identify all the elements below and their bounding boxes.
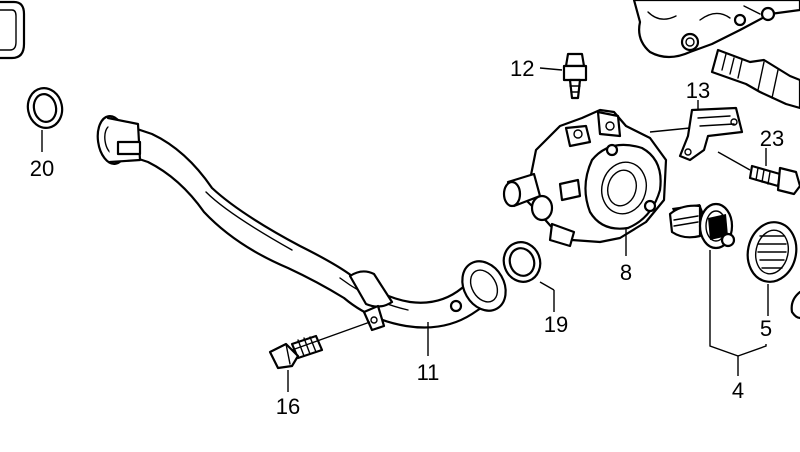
callout-20: 20 xyxy=(30,156,54,181)
thermostat-seal-5 xyxy=(746,221,798,283)
callout-12: 12 xyxy=(510,56,534,81)
leader-19-a xyxy=(539,281,555,291)
thermostat-housing-8 xyxy=(502,108,668,248)
bolt-16 xyxy=(268,334,324,370)
callout-13: 13 xyxy=(686,78,710,103)
water-pipe-11 xyxy=(96,115,507,332)
callout-8: 8 xyxy=(620,260,632,285)
bleed-bolt-12 xyxy=(562,52,588,100)
leader-4-left xyxy=(709,250,739,376)
callout-23: 23 xyxy=(760,126,784,151)
edge-part-fragment xyxy=(790,290,800,320)
leader-4-right xyxy=(737,344,767,357)
thermostat-4 xyxy=(668,202,736,250)
leader-12 xyxy=(539,67,563,71)
o-ring-20 xyxy=(26,87,64,129)
callout-5: 5 xyxy=(760,316,772,341)
callout-16: 16 xyxy=(276,394,300,419)
leader-16-to-bracket xyxy=(291,321,371,351)
o-ring-19 xyxy=(502,241,542,283)
leader-13-housing xyxy=(649,127,691,133)
callout-11: 11 xyxy=(417,360,440,385)
bracket-13 xyxy=(678,106,744,162)
callout-19: 19 xyxy=(544,312,568,337)
callout-4: 4 xyxy=(732,378,744,403)
hose-fitting xyxy=(710,48,800,110)
engine-block-fragment xyxy=(632,0,800,59)
bolt-23 xyxy=(748,164,800,196)
leader-23-to-bracket xyxy=(717,151,751,171)
gasket-fragment xyxy=(0,0,26,60)
